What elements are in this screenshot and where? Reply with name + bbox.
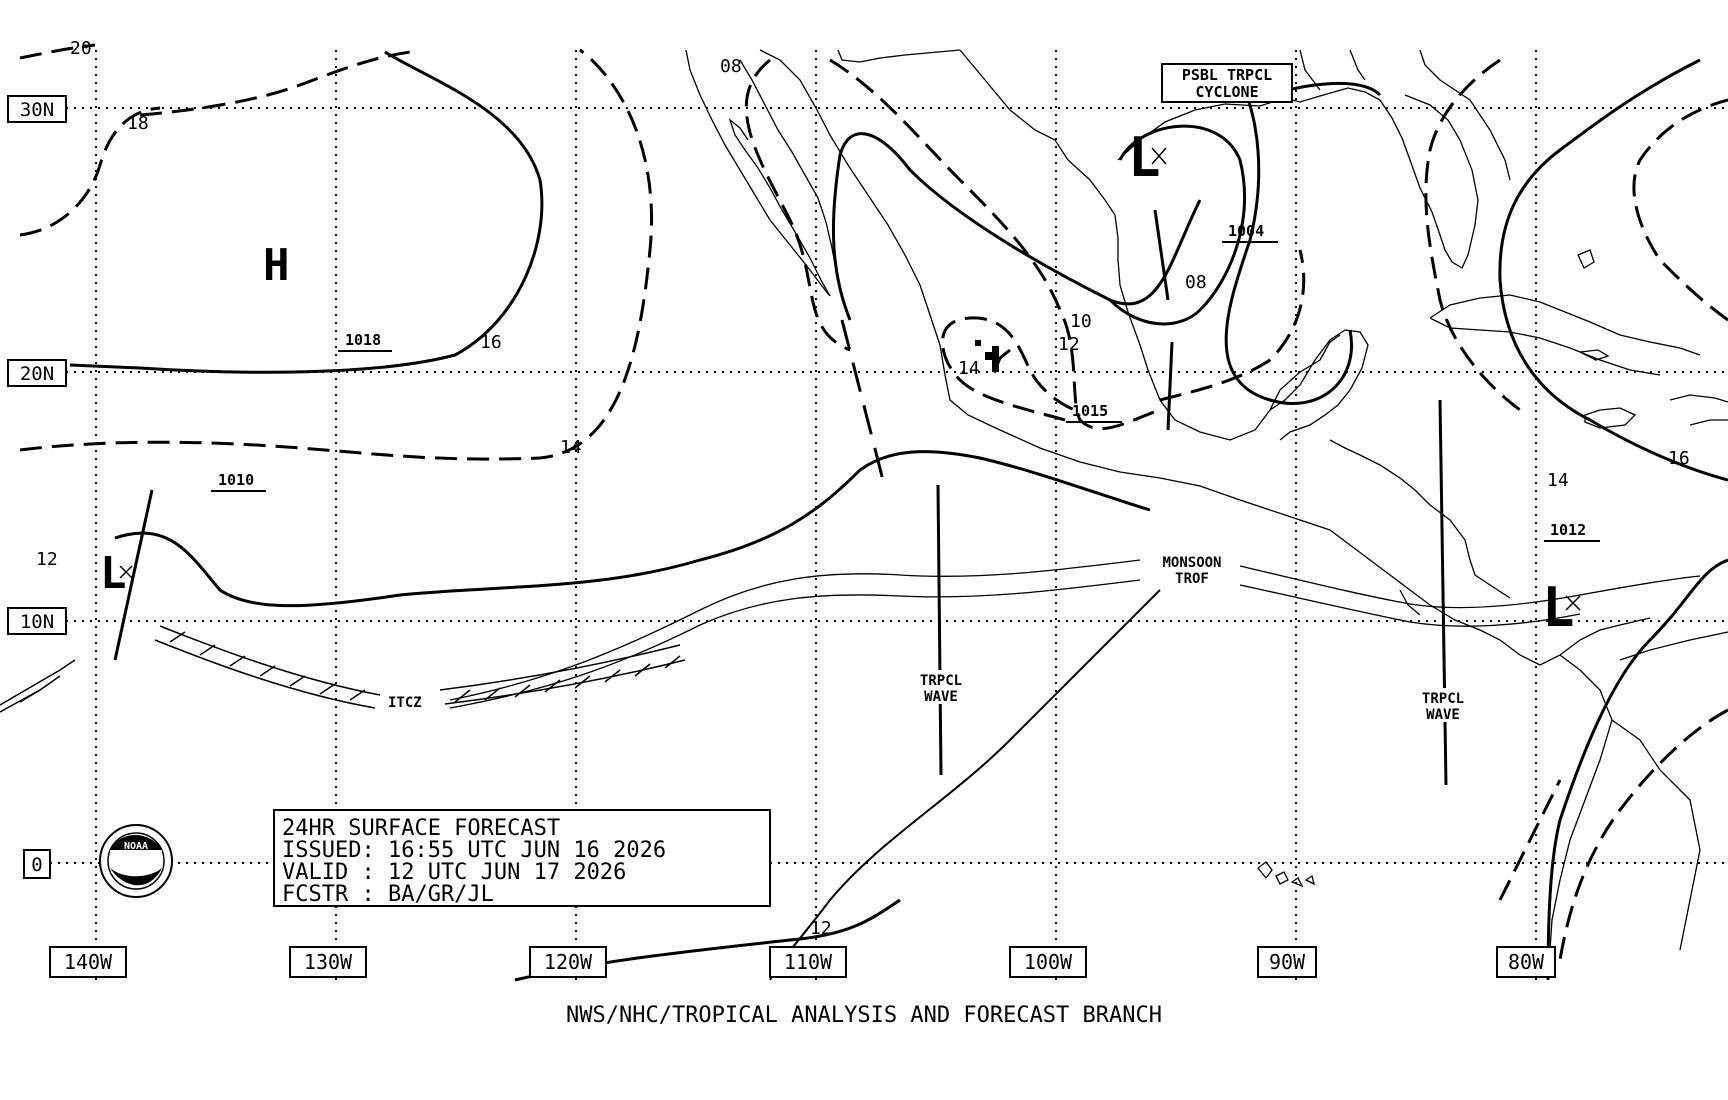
- isobar-1012-mexico: [829, 58, 1161, 431]
- high-center-symbol: H: [263, 240, 290, 291]
- pressure-1004: 1004: [1228, 222, 1264, 240]
- low-center-gulf-x-icon: [1151, 147, 1167, 165]
- isobar-1020-top: [19, 43, 96, 60]
- tropical-wave-1: [936, 484, 943, 776]
- isobar-label-10: 10: [1070, 311, 1092, 332]
- isobar-label-08a: 08: [720, 56, 742, 77]
- monsoon-label-line2: TROF: [1175, 571, 1209, 587]
- pressure-1015: 1015: [1072, 402, 1108, 420]
- tropical-wave-1-line1: TRPCL: [920, 673, 962, 689]
- isobar-label-14c: 14: [1547, 470, 1569, 491]
- tropical-wave-label-1: TRPCL WAVE: [908, 670, 974, 705]
- isobar-1016-east: [1498, 58, 1728, 482]
- pressure-1010: 1010: [218, 471, 254, 489]
- isobar-1014-cuba: [1632, 98, 1728, 322]
- lat-label-30n: 30N: [20, 99, 54, 121]
- isobar-1018-arc: [19, 106, 161, 237]
- isobar-1018: [69, 50, 544, 374]
- lat-label-20n: 20N: [20, 363, 54, 385]
- isobar-label-08b: 08: [1185, 272, 1207, 293]
- trough-baja: [840, 319, 887, 489]
- cyclone-note: PSBL TRPCL CYCLONE: [1161, 63, 1293, 103]
- info-forecaster: FCSTR : BA/GR/JL: [282, 882, 494, 907]
- itcz-band: [0, 625, 686, 713]
- cyclone-note-line2: CYCLONE: [1195, 83, 1258, 101]
- lon-label-110w: 110W: [784, 950, 833, 974]
- low-center-west-symbol: L: [100, 548, 127, 599]
- info-valid: VALID : 12 UTC JUN 17 2026: [282, 860, 626, 885]
- isobar-label-12c: 12: [810, 918, 832, 939]
- isobar-1014-mexico: [941, 316, 1081, 422]
- pressure-1018: 1018: [345, 331, 381, 349]
- lon-label-140w: 140W: [64, 950, 113, 974]
- isobar-values: 20 18 16 14 12 08 08 10 12 14 12 16 14: [36, 38, 1690, 939]
- isobar-1008-low: [831, 132, 1202, 321]
- isobar-label-16a: 16: [480, 332, 502, 353]
- monsoon-label-line1: MONSOON: [1162, 555, 1221, 571]
- monsoon-label: MONSOON TROF: [1144, 552, 1238, 588]
- isobar-label-14b: 14: [958, 358, 980, 379]
- tropical-wave-2-line2: WAVE: [1426, 707, 1460, 723]
- isobar-1014-band: [19, 48, 654, 461]
- noaa-logo-text: NOAA: [124, 841, 148, 852]
- footer-credit: NWS/NHC/TROPICAL ANALYSIS AND FORECAST B…: [566, 1003, 1162, 1028]
- isobar-1010-north: [744, 58, 851, 352]
- trough-gulf: [1153, 209, 1170, 301]
- low-center-east-x-icon: [1565, 595, 1581, 611]
- tropical-wave-2: [1438, 399, 1448, 786]
- isobar-label-20: 20: [70, 38, 92, 59]
- tropical-wave-2-line1: TRPCL: [1422, 691, 1464, 707]
- lon-label-90w: 90W: [1269, 950, 1306, 974]
- isobar-1012-east: [1546, 558, 1728, 981]
- longitude-labels: 140W 130W 120W 110W 100W 90W 80W: [49, 946, 1556, 978]
- isobar-label-16b: 16: [1668, 448, 1690, 469]
- pressure-values: 1018 1010 1004 1015 1012: [211, 222, 1600, 542]
- low-center-gulf-symbol: L: [1128, 126, 1161, 189]
- isobars-dashed: [19, 43, 1728, 961]
- isobar-1016-florida: [1424, 58, 1521, 412]
- monsoon-trough: [449, 559, 1701, 981]
- tropical-wave-label-2: TRPCL WAVE: [1410, 688, 1476, 723]
- forecast-info-box: 24HR SURFACE FORECAST ISSUED: 16:55 UTC …: [273, 809, 771, 907]
- info-title: 24HR SURFACE FORECAST: [282, 816, 560, 841]
- itcz-label: ITCZ: [388, 695, 422, 711]
- troughs: [113, 209, 1448, 786]
- isobar-1012-west: [114, 450, 1151, 608]
- cyclone-note-line1: PSBL TRPCL: [1182, 66, 1272, 84]
- lat-label-10n: 10N: [20, 611, 54, 633]
- isobar-1012-sa: [1498, 779, 1562, 901]
- pressure-1012: 1012: [1550, 521, 1586, 539]
- isobar-1004-yucatan: [1224, 79, 1353, 405]
- isobar-1014-south: [1558, 708, 1728, 961]
- itcz-label-text: ITCZ: [388, 695, 422, 711]
- trough-yucatan: [1166, 341, 1174, 431]
- lat-label-0: 0: [31, 854, 42, 876]
- lon-label-80w: 80W: [1508, 950, 1545, 974]
- isobar-label-14a: 14: [560, 437, 582, 458]
- tropical-wave-1-line2: WAVE: [924, 689, 958, 705]
- small-low-marker-icon: [975, 340, 999, 372]
- low-center-west-x-icon: [119, 565, 133, 579]
- latitude-labels: 30N 20N 10N 0: [7, 95, 67, 879]
- info-issued: ISSUED: 16:55 UTC JUN 16 2026: [282, 838, 666, 863]
- trough-west: [113, 489, 154, 661]
- isobar-1008-gulf: [1108, 124, 1246, 326]
- coastlines: [685, 49, 1728, 981]
- noaa-logo: NOAA: [99, 824, 173, 898]
- lon-label-130w: 130W: [304, 950, 353, 974]
- isobar-label-12b: 12: [1058, 334, 1080, 355]
- isobar-1008-gulf-dash: [1159, 249, 1306, 402]
- isobar-label-18: 18: [127, 113, 149, 134]
- isobar-label-12a: 12: [36, 549, 58, 570]
- low-center-east-symbol: L: [1542, 576, 1575, 639]
- lon-label-100w: 100W: [1024, 950, 1073, 974]
- lon-label-120w: 120W: [544, 950, 593, 974]
- pressure-centers: H L L L: [100, 126, 1581, 639]
